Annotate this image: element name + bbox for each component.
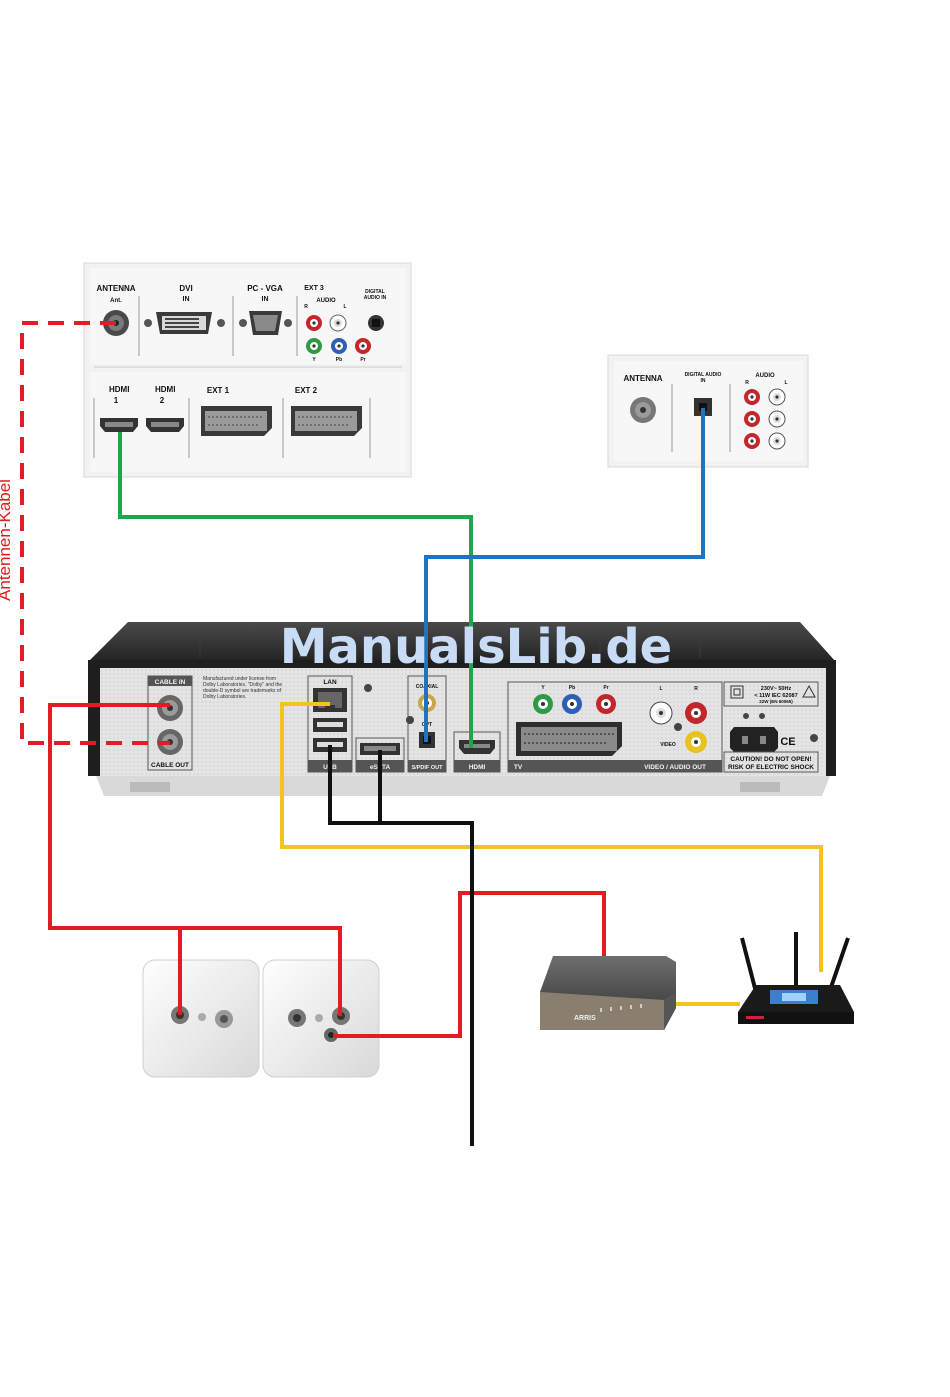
audio-l-label: L xyxy=(784,380,787,386)
receiver-scart-port xyxy=(516,722,622,756)
receiver-component-ports xyxy=(533,694,616,714)
power-rating-line-2: < 11W IEC 62087 xyxy=(754,693,797,699)
receiver-y-label: Y xyxy=(541,685,545,691)
power-inlet xyxy=(730,713,778,752)
receiver-audio-r-label: R xyxy=(694,686,698,692)
dolby-notice: Manufactured under license from Dolby La… xyxy=(203,676,283,700)
receiver-pr-label: Pr xyxy=(603,685,608,691)
tv-connection-panel: ANTENNA Ant. DVI IN PC - VGA IN EXT 3 AU… xyxy=(83,262,412,478)
screw-icon xyxy=(674,723,682,731)
tv-pcvga-label: PC - VGA xyxy=(247,284,283,293)
antenna-cables xyxy=(20,321,606,1038)
tv-ext1-label: EXT 1 xyxy=(207,386,230,395)
wifi-router xyxy=(738,932,854,1024)
tv-hdmi1-port xyxy=(100,418,138,432)
video-audio-out-label: VIDEO / AUDIO OUT xyxy=(644,764,706,771)
optical-cable xyxy=(424,408,705,742)
cable-in-label: CABLE IN xyxy=(155,679,186,686)
receiver-pb-label: Pb xyxy=(569,685,575,691)
audio-rca-ports xyxy=(744,388,786,450)
wall-socket-left xyxy=(142,959,260,1078)
tv-digital-audio-label: DIGITAL AUDIO IN xyxy=(363,289,387,301)
lan-port xyxy=(313,688,347,712)
audio-system-panel: ANTENNA DIGITAL AUDIO IN AUDIO R L xyxy=(607,354,809,468)
tv-dvi-port xyxy=(144,312,225,334)
tv-ext3-label: EXT 3 xyxy=(304,285,324,292)
tv-hdmi1-label: HDMI 1 xyxy=(109,385,130,405)
receiver-av-rca-ports xyxy=(649,701,707,753)
audio-optical-port xyxy=(694,398,712,416)
tv-audio-l-label: L xyxy=(343,304,346,310)
tv-dvi-label: DVI xyxy=(179,284,192,293)
tv-audio-label: AUDIO xyxy=(316,298,336,304)
screw-icon xyxy=(364,684,372,692)
warning-triangle-icon xyxy=(802,684,816,698)
audio-antenna-label: ANTENNA xyxy=(623,374,662,383)
wall-socket-right xyxy=(262,959,380,1078)
watermark: ManualsLib.de xyxy=(280,619,672,675)
audio-digital-audio-label: DIGITAL AUDIO IN xyxy=(684,372,722,384)
receiver-video-label: VIDEO xyxy=(660,742,676,748)
network-cables xyxy=(280,702,823,1006)
tv-hdmi2-label: HDMI 2 xyxy=(155,385,176,405)
antenna-cable-side-label: Antennen-Kabel xyxy=(0,479,14,601)
tv-ext2-label: EXT 2 xyxy=(295,386,318,395)
usb-port-1 xyxy=(313,718,347,732)
usb-esata-cables xyxy=(328,745,474,1146)
tv-pb-label: Pb xyxy=(336,357,342,363)
hdmi-cable xyxy=(118,432,473,748)
cable-out-label: CABLE OUT xyxy=(151,762,189,769)
audio-antenna-port xyxy=(630,397,656,423)
tv-dvi-in-label: IN xyxy=(183,296,190,303)
esata-port xyxy=(360,743,400,755)
screw-icon xyxy=(810,734,818,742)
screw-icon xyxy=(406,716,414,724)
receiver-hdmi-port xyxy=(459,740,495,754)
tv-ext1-scart-port xyxy=(201,406,272,436)
audio-r-label: R xyxy=(745,380,749,386)
tv-pr-label: Pr xyxy=(360,357,365,363)
tv-vga-port xyxy=(239,311,292,335)
tv-pcvga-in-label: IN xyxy=(262,296,269,303)
cable-modem: ARRIS xyxy=(540,956,676,1030)
spdif-out-label: S/PDIF OUT xyxy=(412,765,444,771)
caution-line-1: CAUTION! DO NOT OPEN! xyxy=(730,756,811,763)
tv-antenna-sub-label: Ant. xyxy=(110,298,122,304)
receiver-hdmi-label: HDMI xyxy=(469,764,486,771)
lan-label: LAN xyxy=(323,679,337,686)
tv-scart-label: TV xyxy=(514,764,523,771)
ce-mark: CE xyxy=(780,736,795,748)
power-rating-line-3: 22W (EN 60065) xyxy=(759,699,793,704)
audio-audio-label: AUDIO xyxy=(755,373,775,379)
tv-ext3-rca-ports xyxy=(306,314,384,354)
power-rating-line-1: 230V~ 50Hz xyxy=(761,686,792,692)
receiver-audio-l-label: L xyxy=(659,686,662,692)
tv-ext2-scart-port xyxy=(291,406,362,436)
cable-in-port xyxy=(157,695,183,721)
tv-y-label: Y xyxy=(312,357,316,363)
tv-antenna-label: ANTENNA xyxy=(96,284,135,293)
modem-brand-label: ARRIS xyxy=(574,1015,596,1022)
tv-audio-r-label: R xyxy=(304,304,308,310)
caution-line-2: RISK OF ELECTRIC SHOCK xyxy=(728,764,814,771)
tv-hdmi2-port xyxy=(146,418,184,432)
